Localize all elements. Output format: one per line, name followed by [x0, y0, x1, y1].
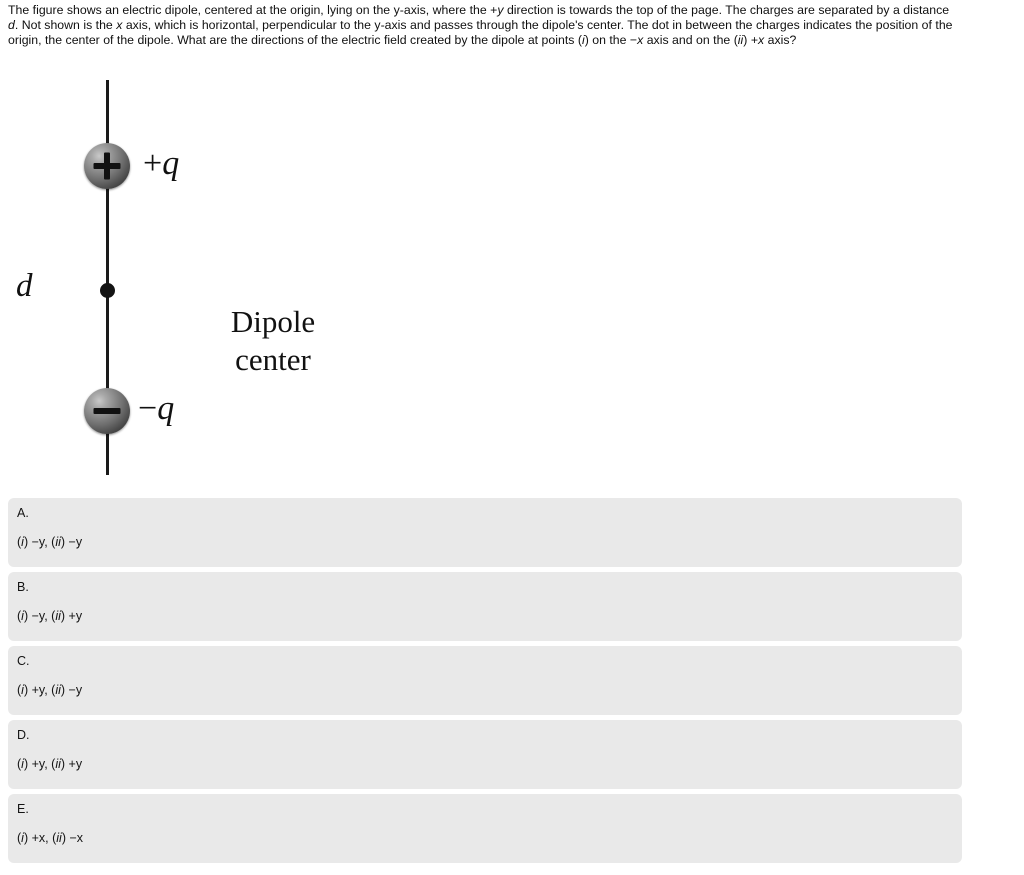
- answer-option-letter: B.: [17, 580, 29, 594]
- answer-option-text: (i) +x, (ii) −x: [17, 831, 83, 845]
- y-axis-line: [106, 80, 109, 475]
- answer-option-letter: E.: [17, 802, 29, 816]
- answer-option-letter: A.: [17, 506, 29, 520]
- answer-option-letter: D.: [17, 728, 30, 742]
- answer-option-b[interactable]: B. (i) −y, (ii) +y: [8, 572, 962, 641]
- answer-option-a[interactable]: A. (i) −y, (ii) −y: [8, 498, 962, 567]
- answer-option-text: (i) −y, (ii) −y: [17, 535, 83, 549]
- answer-option-text: (i) +y, (ii) −y: [17, 683, 83, 697]
- answer-options-list: A. (i) −y, (ii) −y B. (i) −y, (ii) +y C. (i) …: [8, 498, 962, 868]
- distance-label: d: [16, 268, 33, 304]
- answer-option-text: (i) −y, (ii) +y: [17, 609, 83, 623]
- answer-option-c[interactable]: C. (i) +y, (ii) −y: [8, 646, 962, 715]
- answer-option-letter: C.: [17, 654, 30, 668]
- answer-option-d[interactable]: D. (i) +y, (ii) +y: [8, 720, 962, 789]
- negative-charge-sphere: [84, 388, 130, 434]
- dipole-center-dot: [100, 283, 115, 298]
- answer-option-e[interactable]: E. (i) +x, (ii) −x: [8, 794, 962, 863]
- answer-option-text: (i) +y, (ii) +y: [17, 757, 83, 771]
- plus-icon-vertical-bar: [104, 152, 110, 180]
- question-prompt: The figure shows an electric dipole, cen…: [8, 3, 953, 48]
- minus-icon-bar: [93, 408, 121, 414]
- negative-charge-label: −q: [138, 390, 175, 427]
- positive-charge-sphere: [84, 143, 130, 189]
- positive-charge-label: +q: [143, 145, 180, 182]
